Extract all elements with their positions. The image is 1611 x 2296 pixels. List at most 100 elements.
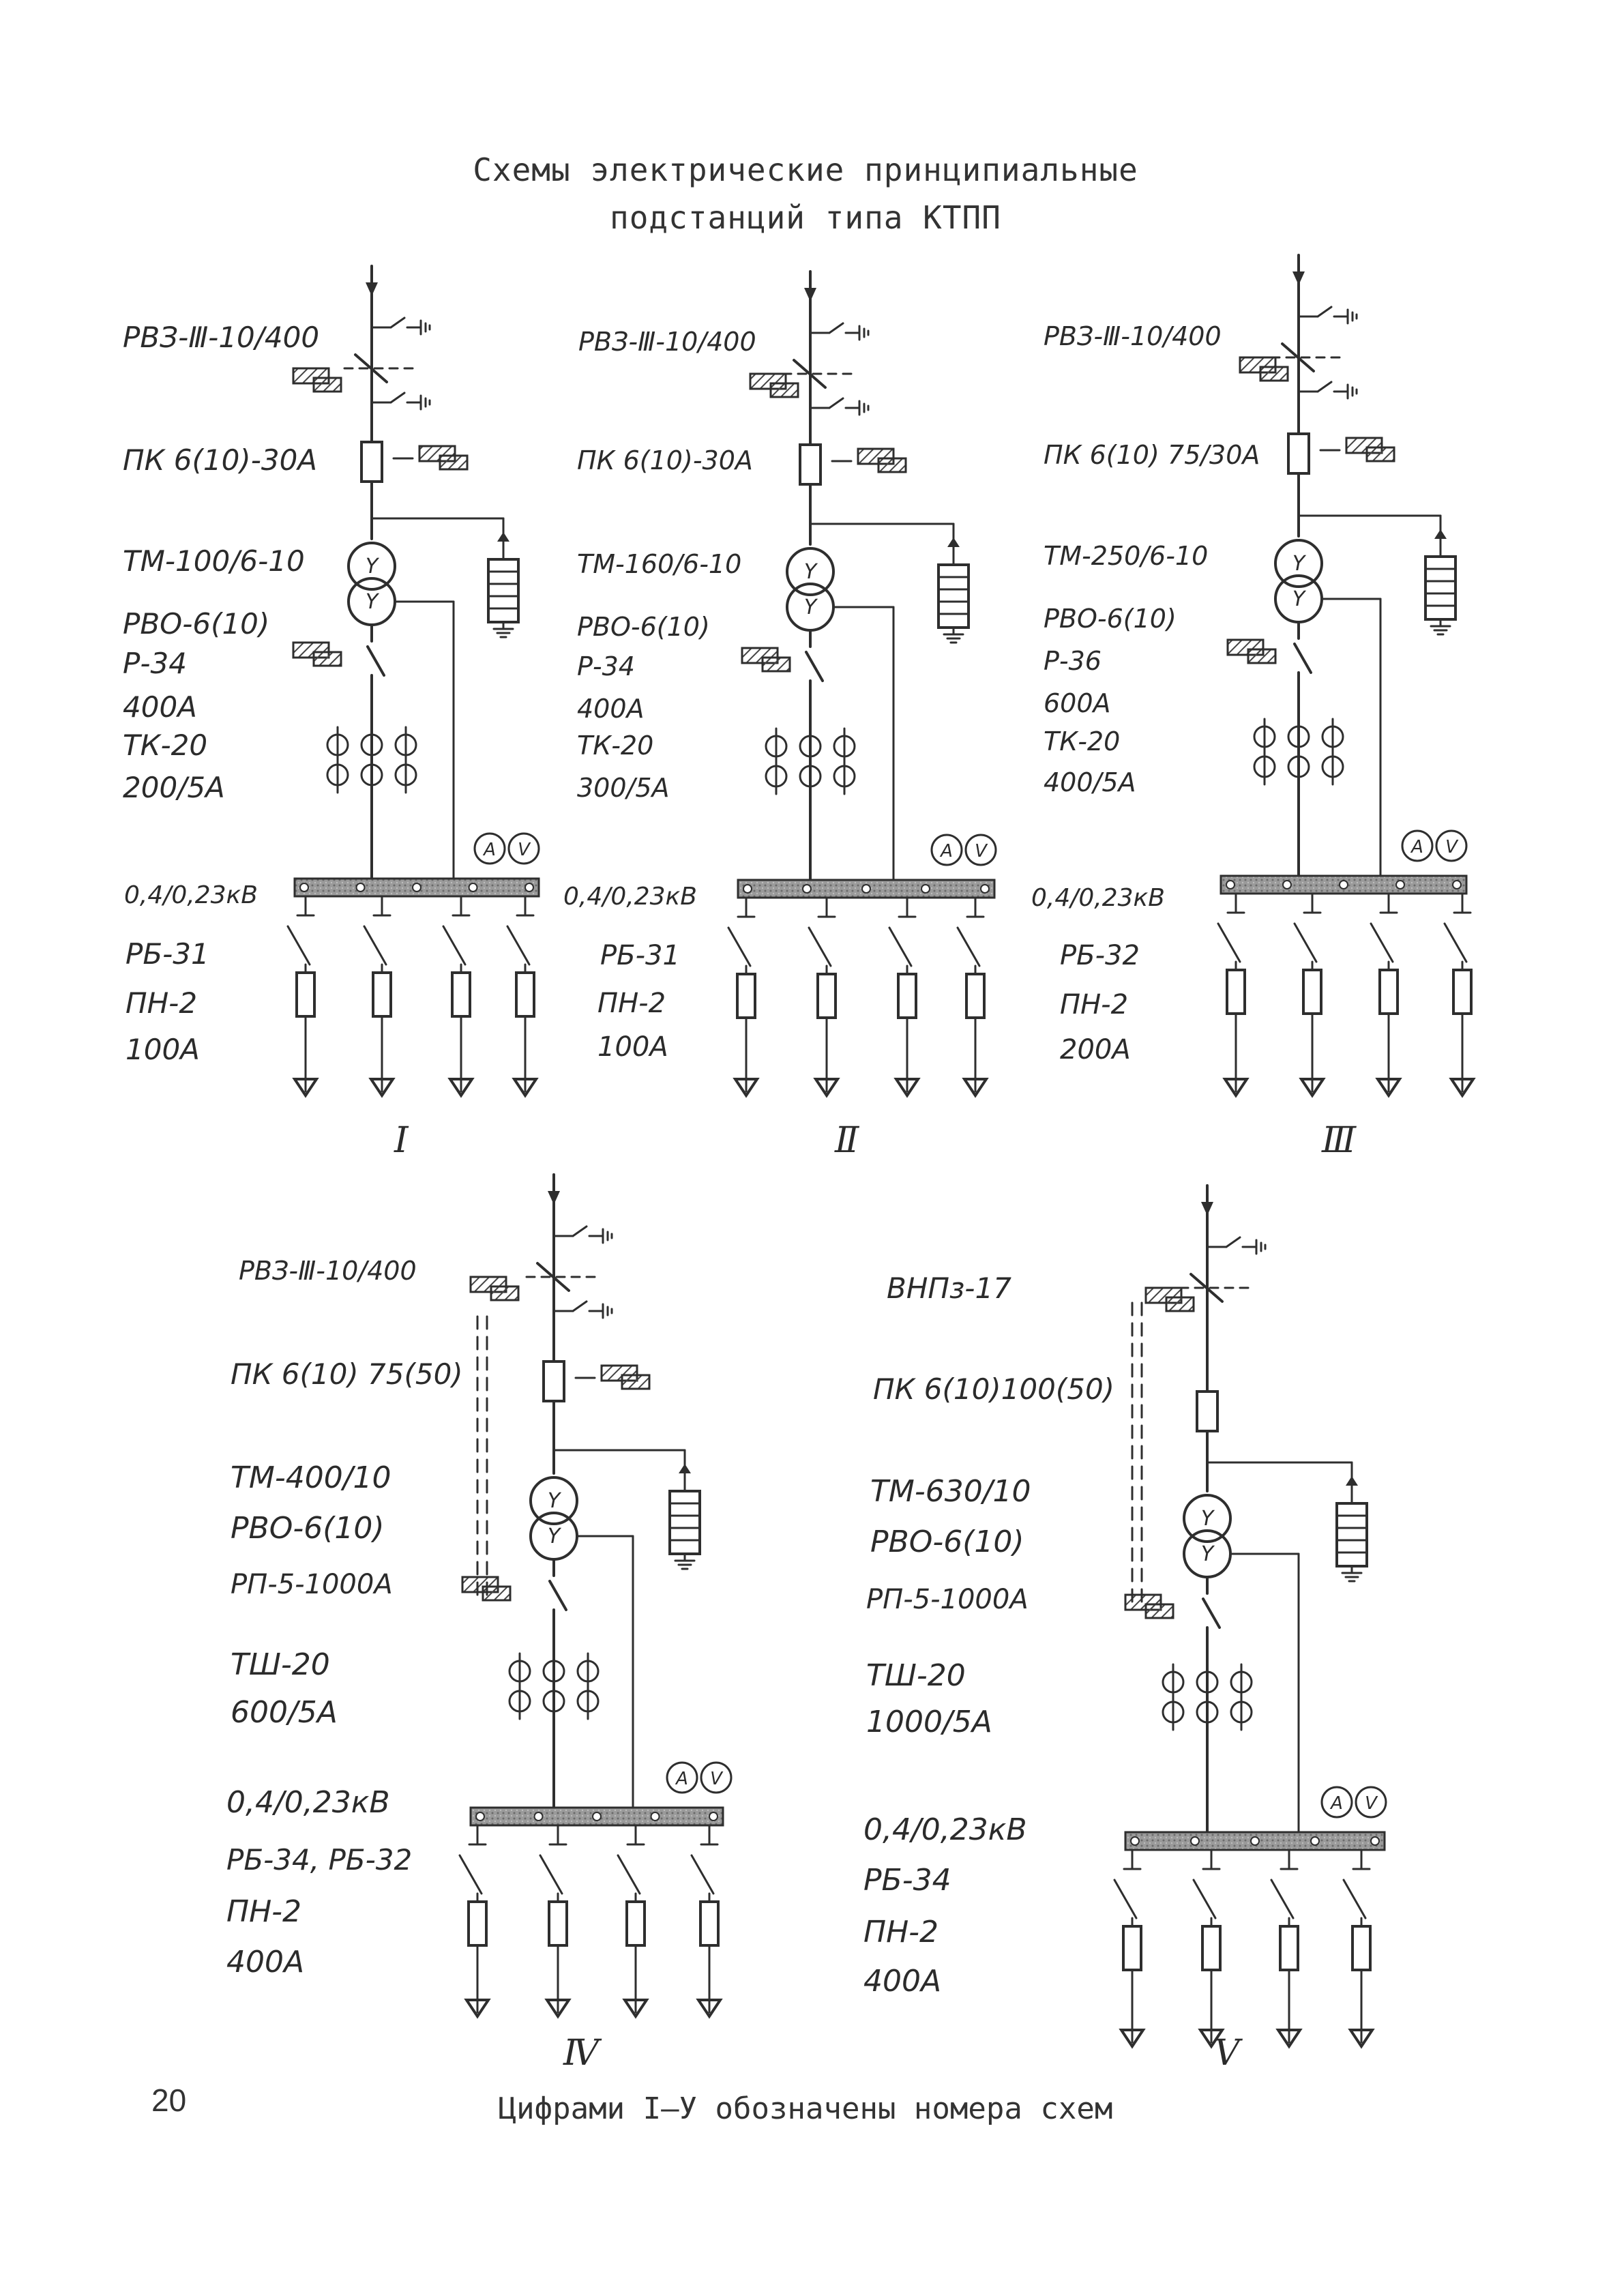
- fuse: [1303, 970, 1321, 1014]
- busbar-joint: [1283, 881, 1291, 889]
- scheme-5-voltage-label: 0,4/0,23кВ: [863, 1812, 1027, 1847]
- page-title-line-1: Схемы электрические принципиальные: [473, 151, 1138, 188]
- transformer-primary-winding: [1275, 540, 1322, 587]
- scheme-5-feeder-breaker-label: РБ-34: [863, 1863, 951, 1898]
- ammeter-symbol: [932, 835, 962, 865]
- voltmeter-letter: V: [710, 1769, 724, 1789]
- scheme-5-arrester-label: РВО-6(10): [870, 1525, 1024, 1559]
- outgoing-feeder-arrow: [1225, 1079, 1247, 1095]
- busbar-joint: [525, 883, 533, 892]
- scheme-3-switch-current-label: 600А: [1044, 688, 1111, 718]
- arrester-body: [938, 565, 969, 628]
- feeder-breaker-blade: [809, 928, 831, 966]
- voltmeter-letter: V: [518, 840, 531, 860]
- scheme-5-transformer-label: ТМ-630/10: [870, 1474, 1031, 1509]
- transformer-star-symbol: Y: [1292, 587, 1307, 611]
- scheme-4-ct-ratio-label: 600/5А: [231, 1695, 338, 1730]
- scheme-2-fuse-label: ПК 6(10)-30А: [577, 445, 753, 475]
- scheme-4-voltage-label: 0,4/0,23кВ: [226, 1785, 390, 1820]
- fuse: [1380, 970, 1398, 1014]
- scheme-3-feeder-breaker-label: РБ-32: [1060, 940, 1140, 971]
- ammeter-letter: A: [482, 840, 496, 860]
- outgoing-feeder-arrow: [514, 1079, 536, 1095]
- scheme-2-feeder-fuse-label: ПН-2: [597, 988, 666, 1019]
- busbar-joint: [1191, 1837, 1199, 1845]
- busbar-joint: [300, 883, 308, 892]
- transformer-primary-winding: [349, 543, 395, 589]
- outgoing-feeder-arrow: [698, 2000, 720, 2016]
- fuse: [544, 1362, 564, 1401]
- scheme-4-numeral: Ⅳ: [563, 2033, 599, 2074]
- disconnector-blade: [1282, 344, 1314, 371]
- outgoing-feeder-arrow: [450, 1079, 472, 1095]
- fuse: [1280, 1926, 1298, 1970]
- scheme-3-fuse-label: ПК 6(10) 75/30А: [1044, 440, 1260, 470]
- page-number: 20: [151, 2082, 187, 2118]
- arrester-arrow: [1434, 529, 1447, 539]
- transformer-star-symbol: Y: [804, 595, 818, 619]
- feeder-breaker-blade: [1445, 924, 1466, 962]
- ammeter-letter: A: [1410, 837, 1423, 857]
- busbar-joint: [1340, 881, 1348, 889]
- lv-switch-blade: [806, 652, 823, 681]
- lv-switch-drive: [1248, 649, 1275, 663]
- fuse-drive-mechanism: [622, 1375, 649, 1389]
- scheme-4-feeder-fuse-label: ПН-2: [226, 1894, 302, 1929]
- scheme-2-numeral: Ⅱ: [835, 1120, 859, 1161]
- outgoing-feeder-arrow: [896, 1079, 918, 1095]
- feeder-breaker-blade: [288, 926, 310, 965]
- lv-switch-drive: [314, 652, 341, 666]
- busbar-joint: [803, 885, 811, 893]
- scheme-1-fuse-label: ПК 6(10)-30А: [123, 443, 318, 477]
- feeder-breaker-blade: [364, 926, 386, 965]
- scheme-1-numeral: I: [394, 1120, 409, 1161]
- outgoing-feeder-arrow: [1121, 2030, 1143, 2046]
- fuse: [361, 442, 382, 482]
- scheme-5-numeral: Ⅴ: [1214, 2033, 1240, 2074]
- scheme-5-ct-label: ТШ-20: [866, 1658, 966, 1693]
- outgoing-feeder-arrow: [1378, 1079, 1400, 1095]
- scheme-1-transformer-label: ТМ-100/6-10: [123, 544, 305, 578]
- transformer-star-symbol: Y: [1201, 1542, 1215, 1566]
- scheme-3-switch-label: Р-36: [1044, 646, 1102, 676]
- arrester-arrow: [497, 532, 509, 542]
- earth-switch-blade: [391, 318, 404, 327]
- lv-switch-drive: [1146, 1604, 1173, 1618]
- disconnector-drive: [1166, 1297, 1194, 1311]
- scheme-5-feeder-current-label: 400А: [863, 1964, 942, 1999]
- fuse: [1227, 970, 1245, 1014]
- outgoing-feeder-arrow: [964, 1079, 986, 1095]
- ammeter-letter: A: [1329, 1793, 1343, 1814]
- busbar-joint: [921, 885, 930, 893]
- fuse: [1197, 1392, 1217, 1431]
- arrester-body: [1337, 1503, 1367, 1566]
- incoming-arrow: [804, 288, 816, 301]
- disconnector-drive: [1260, 367, 1288, 381]
- earth-switch-blade: [391, 393, 404, 402]
- fuse: [297, 973, 314, 1016]
- disconnector-drive: [314, 378, 341, 392]
- scheme-2-switch-label: Р-34: [577, 651, 635, 681]
- transformer-primary-winding: [531, 1477, 577, 1524]
- feeder-breaker-blade: [507, 926, 529, 965]
- scheme-1-feeder-fuse-label: ПН-2: [125, 986, 198, 1020]
- feeder-breaker-blade: [1344, 1880, 1365, 1918]
- lv-switch-drive: [763, 658, 790, 671]
- feeder-breaker-blade: [889, 928, 911, 966]
- transformer-star-symbol: Y: [366, 590, 380, 614]
- ammeter-letter: A: [939, 841, 953, 862]
- outgoing-feeder-arrow: [1301, 1079, 1323, 1095]
- voltmeter-symbol: [966, 835, 996, 865]
- fuse: [1123, 1926, 1141, 1970]
- fuse: [898, 974, 916, 1018]
- scheme-4-transformer-label: ТМ-400/10: [231, 1460, 391, 1495]
- fuse-drive-mechanism: [878, 458, 906, 472]
- transformer-star-symbol: Y: [804, 560, 818, 584]
- fuse: [700, 1902, 718, 1945]
- scheme-2-ct-label: ТК-20: [577, 731, 654, 761]
- scheme-2-feeder-current-label: 100А: [597, 1031, 668, 1063]
- lv-switch-blade: [368, 647, 384, 675]
- incoming-arrow: [548, 1191, 560, 1205]
